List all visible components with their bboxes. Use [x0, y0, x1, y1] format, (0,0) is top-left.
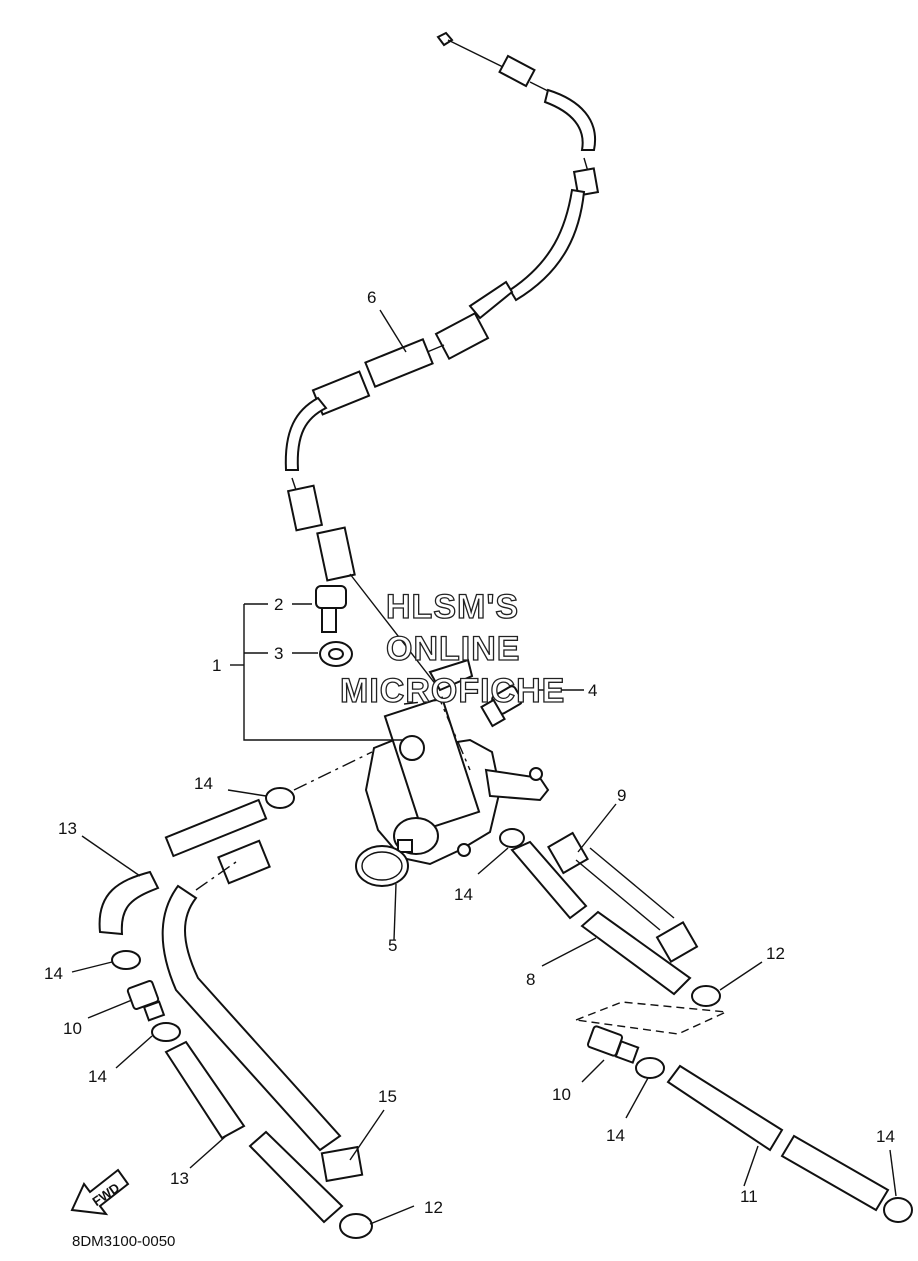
- fwd-arrow: FWD: [70, 1168, 130, 1216]
- clamp-14-mid[interactable]: [265, 787, 295, 809]
- hose-15[interactable]: [161, 798, 364, 1183]
- diagram-code: 8DM3100-0050: [72, 1233, 175, 1250]
- bolt-4[interactable]: [480, 685, 523, 728]
- clamp-12-right[interactable]: [691, 985, 721, 1007]
- callout-1: 1: [212, 656, 221, 675]
- washer-3[interactable]: [319, 641, 353, 667]
- callout-13-lower: 13: [170, 1169, 189, 1188]
- callout-6: 6: [367, 288, 376, 307]
- leader-lines: [71, 309, 897, 1225]
- watermark-line-1: HLSM'S: [386, 588, 519, 626]
- callout-12-bottom: 12: [424, 1198, 443, 1217]
- callout-5: 5: [388, 936, 397, 955]
- watermark-line-2: ONLINE: [386, 630, 520, 668]
- hose-9[interactable]: [547, 831, 699, 963]
- callout-2: 2: [274, 595, 283, 614]
- callout-8: 8: [526, 970, 535, 989]
- watermark: HLSM'S ONLINE MICROFICHE: [339, 587, 565, 710]
- hose-8[interactable]: [510, 840, 692, 996]
- callout-14-left-lower: 14: [88, 1067, 107, 1086]
- callout-14-right-end: 14: [876, 1127, 895, 1146]
- callout-15: 15: [378, 1087, 397, 1106]
- callout-14-right-mid: 14: [606, 1126, 625, 1145]
- callout-13-upper: 13: [58, 819, 77, 838]
- bolt-2[interactable]: [315, 585, 347, 633]
- clamp-14-left-lower[interactable]: [151, 1022, 181, 1042]
- callout-10-right: 10: [552, 1085, 571, 1104]
- watermark-line-3: MICROFICHE: [340, 672, 565, 710]
- callout-9: 9: [617, 786, 626, 805]
- callout-10-left: 10: [63, 1019, 82, 1038]
- clamp-14-right-top[interactable]: [499, 828, 525, 848]
- oil-pump-assembly[interactable]: [364, 696, 550, 866]
- clamp-12-bottom[interactable]: [339, 1213, 373, 1239]
- clamp-14-right-end[interactable]: [883, 1197, 913, 1223]
- callout-12-right: 12: [766, 944, 785, 963]
- hose-11[interactable]: [666, 1064, 890, 1212]
- callout-14-right-top: 14: [454, 885, 473, 904]
- callout-14-mid: 14: [194, 774, 213, 793]
- callouts: 1 2 3 4 5 6 8 9 10 10 11 12 12 13 13 14 …: [44, 288, 895, 1217]
- clamp-14-right-mid[interactable]: [635, 1057, 665, 1079]
- throttle-cable[interactable]: [284, 31, 600, 692]
- o-ring-5[interactable]: [355, 845, 409, 887]
- clamp-14-left-upper[interactable]: [111, 950, 141, 970]
- callout-3: 3: [274, 644, 283, 663]
- fitting-10-left[interactable]: [126, 980, 166, 1022]
- callout-11: 11: [740, 1187, 758, 1206]
- callout-14-left-upper: 14: [44, 964, 63, 983]
- hose-13-lower[interactable]: [164, 1040, 246, 1140]
- callout-4: 4: [588, 681, 597, 700]
- hose-13-upper[interactable]: [98, 870, 160, 936]
- fitting-10-right[interactable]: [586, 1025, 640, 1064]
- hose-13-bottom[interactable]: [248, 1130, 344, 1224]
